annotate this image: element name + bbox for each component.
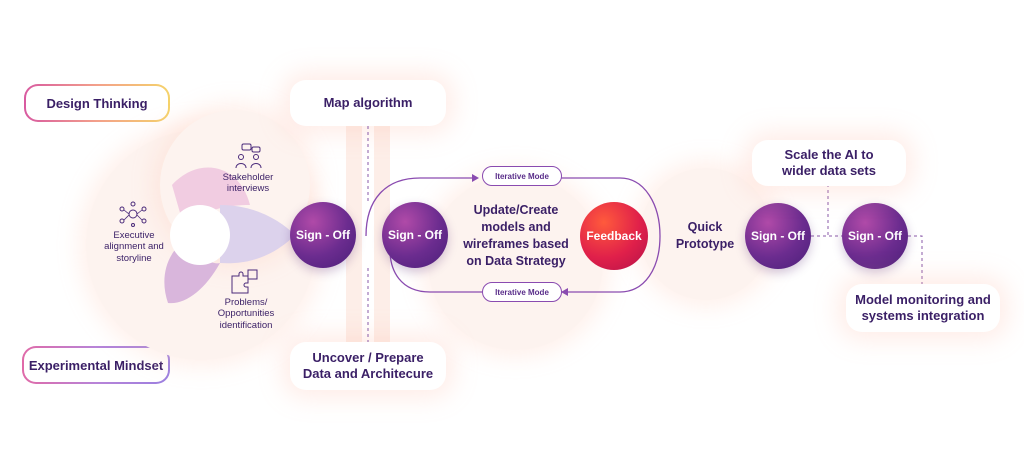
loop-right-arc	[560, 177, 661, 293]
iterative-mode-top: Iterative Mode	[482, 166, 562, 186]
experimental-mindset-pill: Experimental Mindset	[22, 346, 170, 384]
map-algorithm-pill: Map algorithm	[290, 80, 446, 126]
design-thinking-pill: Design Thinking	[24, 84, 170, 122]
monitoring-dashed-line	[908, 235, 923, 284]
feedback-node: Feedback	[580, 202, 648, 270]
venn-petal-right	[220, 205, 295, 264]
loop-backdrop-circle	[428, 175, 603, 350]
stakeholder-interviews-label: Stakeholder interviews	[222, 172, 274, 195]
loop-top-arrowhead	[472, 174, 479, 182]
executive-alignment-label: Executive alignment and storyline	[104, 230, 164, 264]
puzzle-icon	[231, 269, 258, 294]
venn-petal-bottom	[164, 240, 220, 304]
signoff-node-4: Sign - Off	[842, 203, 908, 269]
experimental-mindset-label: Experimental Mindset	[24, 348, 168, 382]
uncover-prepare-pill: Uncover / Prepare Data and Architecure	[290, 342, 446, 390]
chat-people-icon	[235, 143, 262, 169]
venn-center	[170, 205, 230, 265]
update-create-label: Update/Create models and wireframes base…	[463, 203, 569, 268]
model-monitoring-pill: Model monitoring and systems integration	[846, 284, 1000, 332]
quick-prototype-label: Quick Prototype	[675, 220, 735, 251]
venn-diagram	[164, 167, 295, 304]
signoff-node-1: Sign - Off	[290, 202, 356, 268]
loop-bottom-arrowhead	[561, 288, 568, 296]
problems-opportunities-label: Problems/ Opportunities identification	[217, 297, 275, 331]
network-people-icon	[119, 201, 147, 227]
iterative-mode-bottom: Iterative Mode	[482, 282, 562, 302]
signoff-node-3: Sign - Off	[745, 203, 811, 269]
loop-top-arrow	[365, 177, 472, 237]
design-thinking-label: Design Thinking	[26, 86, 168, 120]
signoff-node-2: Sign - Off	[382, 202, 448, 268]
scale-ai-pill: Scale the AI to wider data sets	[752, 140, 906, 186]
